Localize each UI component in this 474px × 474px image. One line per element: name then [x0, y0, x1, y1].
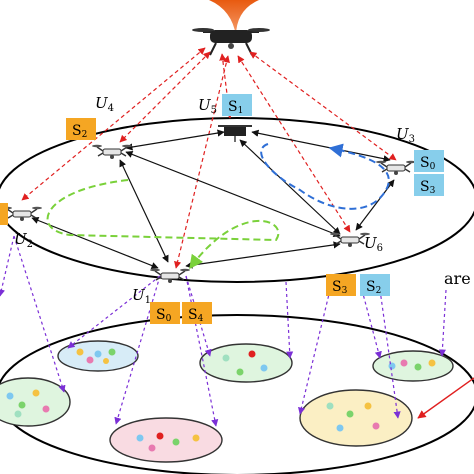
uav-label-u3: U3	[396, 125, 415, 145]
svg-text:S2: S2	[366, 279, 381, 296]
tag-ground-s2: S2	[360, 274, 390, 296]
uav-layer-ellipse	[0, 117, 474, 283]
ground-cluster-5	[299, 389, 413, 447]
annotation-arrow	[417, 377, 474, 419]
uav-links	[31, 129, 395, 269]
tag-u5-s1: S1	[222, 94, 252, 116]
signal-beam-icon	[209, 0, 259, 36]
blue-trajectory	[260, 143, 390, 210]
tag-u2-orange	[0, 203, 8, 225]
uav-label-u1: U1	[132, 286, 151, 306]
svg-text:S3: S3	[420, 179, 436, 196]
svg-text:S1: S1	[228, 99, 243, 116]
green-trajectory	[46, 179, 280, 270]
ground-cluster-4	[0, 377, 71, 427]
svg-text:S2: S2	[72, 123, 87, 140]
ground-cluster-3	[372, 350, 454, 382]
svg-text:S3: S3	[332, 279, 348, 296]
tag-u1-s0: S0	[150, 302, 180, 324]
tag-u3-s0: S0	[414, 150, 444, 172]
tag-u3-s3: S3	[414, 174, 444, 196]
ground-cluster-2	[199, 343, 293, 383]
ground-cluster-1	[57, 340, 139, 372]
tag-u1-s4: S4	[182, 302, 212, 324]
uav-label-u6: U6	[364, 234, 383, 254]
svg-text:S0: S0	[420, 155, 436, 172]
uav-u5-drone-icon	[218, 125, 252, 142]
uav-u4-drone-icon	[91, 143, 133, 160]
uav-label-u4: U4	[95, 94, 114, 114]
uav-label-u2: U2	[14, 230, 33, 250]
backhaul-links	[21, 47, 397, 269]
access-links	[0, 235, 447, 427]
ground-cluster-6	[109, 417, 223, 463]
side-text: are	[444, 269, 471, 288]
tag-ground-s3: S3	[326, 274, 356, 296]
svg-text:S0: S0	[156, 307, 172, 324]
tag-u4-s2: S2	[66, 118, 96, 140]
top-drone-icon	[192, 28, 270, 56]
uav-label-u5: U5	[198, 96, 217, 116]
ground-layer-ellipse	[0, 314, 474, 474]
svg-text:S4: S4	[188, 307, 204, 324]
